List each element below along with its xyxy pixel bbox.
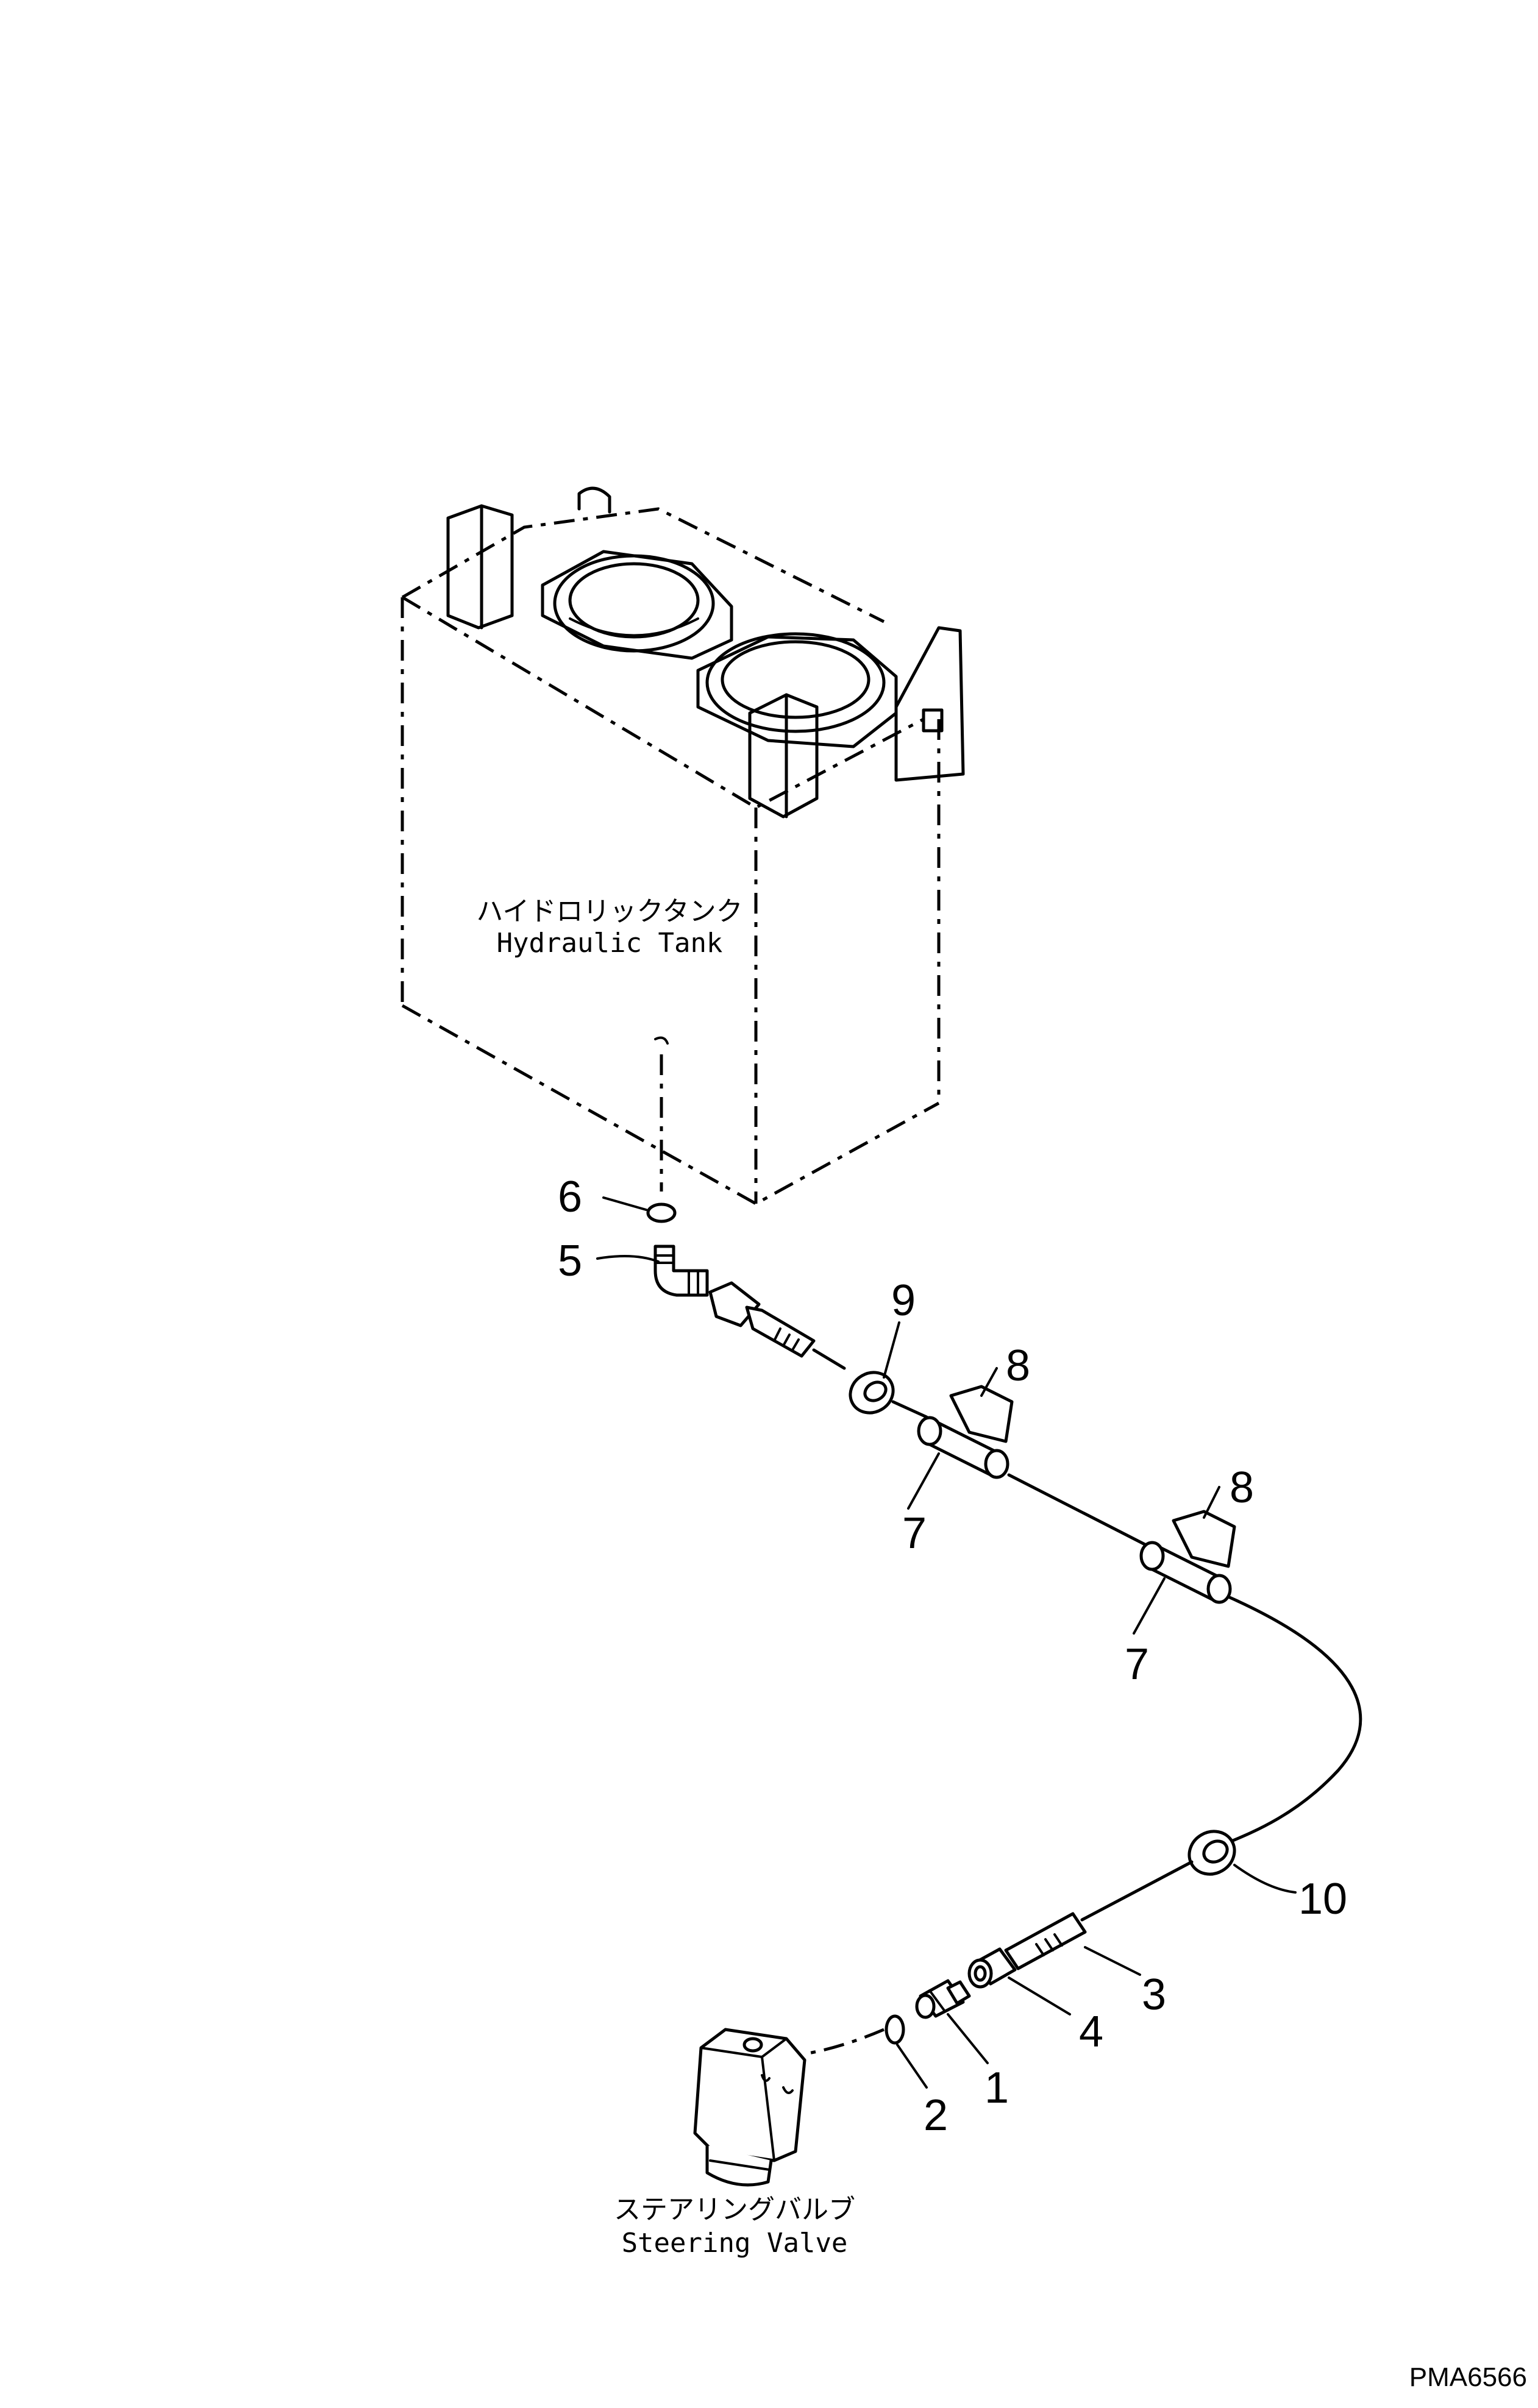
clamp-lower-7-8 [1139, 1510, 1236, 1604]
hydraulic-tank [401, 486, 965, 1206]
part-9-grommet [849, 1371, 895, 1415]
callout-9: 9 [891, 1276, 916, 1325]
part-6-o-ring [646, 1202, 677, 1223]
drawing-code: PMA6566 [1409, 2362, 1527, 2392]
callout-1: 1 [984, 2064, 1009, 2112]
tank-filler-port-2 [696, 632, 898, 748]
callout-5: 5 [558, 1237, 582, 1285]
part-5-elbow [653, 1245, 709, 1297]
callout-6: 6 [558, 1173, 582, 1221]
part-3-hose-end [1004, 1912, 1087, 1970]
valve-label-en: Steering Valve [622, 2228, 848, 2259]
callout-3: 3 [1142, 1970, 1166, 2019]
part-1-connector [915, 1979, 971, 2019]
part-2-o-ring [885, 2014, 905, 2045]
steering-valve [693, 2028, 806, 2187]
callout-2: 2 [924, 2091, 948, 2140]
callout-7-upper: 7 [902, 1509, 927, 1558]
drain-port-mark [654, 1036, 669, 1045]
callout-8-lower: 8 [1230, 1463, 1254, 1512]
part-10-grommet [1187, 1830, 1236, 1876]
tank-label-en: Hydraulic Tank [497, 928, 723, 959]
part-4-nut [967, 1947, 1017, 1989]
callout-4: 4 [1079, 2008, 1103, 2056]
callout-8-upper: 8 [1006, 1341, 1030, 1390]
hose-end-fitting-upper [708, 1281, 816, 1358]
tank-label-jp: ハイドロリックタンク [476, 896, 742, 927]
valve-label-jp: ステアリングバルブ [614, 2194, 855, 2225]
callout-10: 10 [1298, 1875, 1347, 1923]
callout-7-lower: 7 [1125, 1640, 1149, 1689]
hose-main-line [1223, 1595, 1362, 1845]
tank-filler-port-1 [541, 550, 733, 660]
clamp-upper-7-8 [917, 1385, 1014, 1479]
